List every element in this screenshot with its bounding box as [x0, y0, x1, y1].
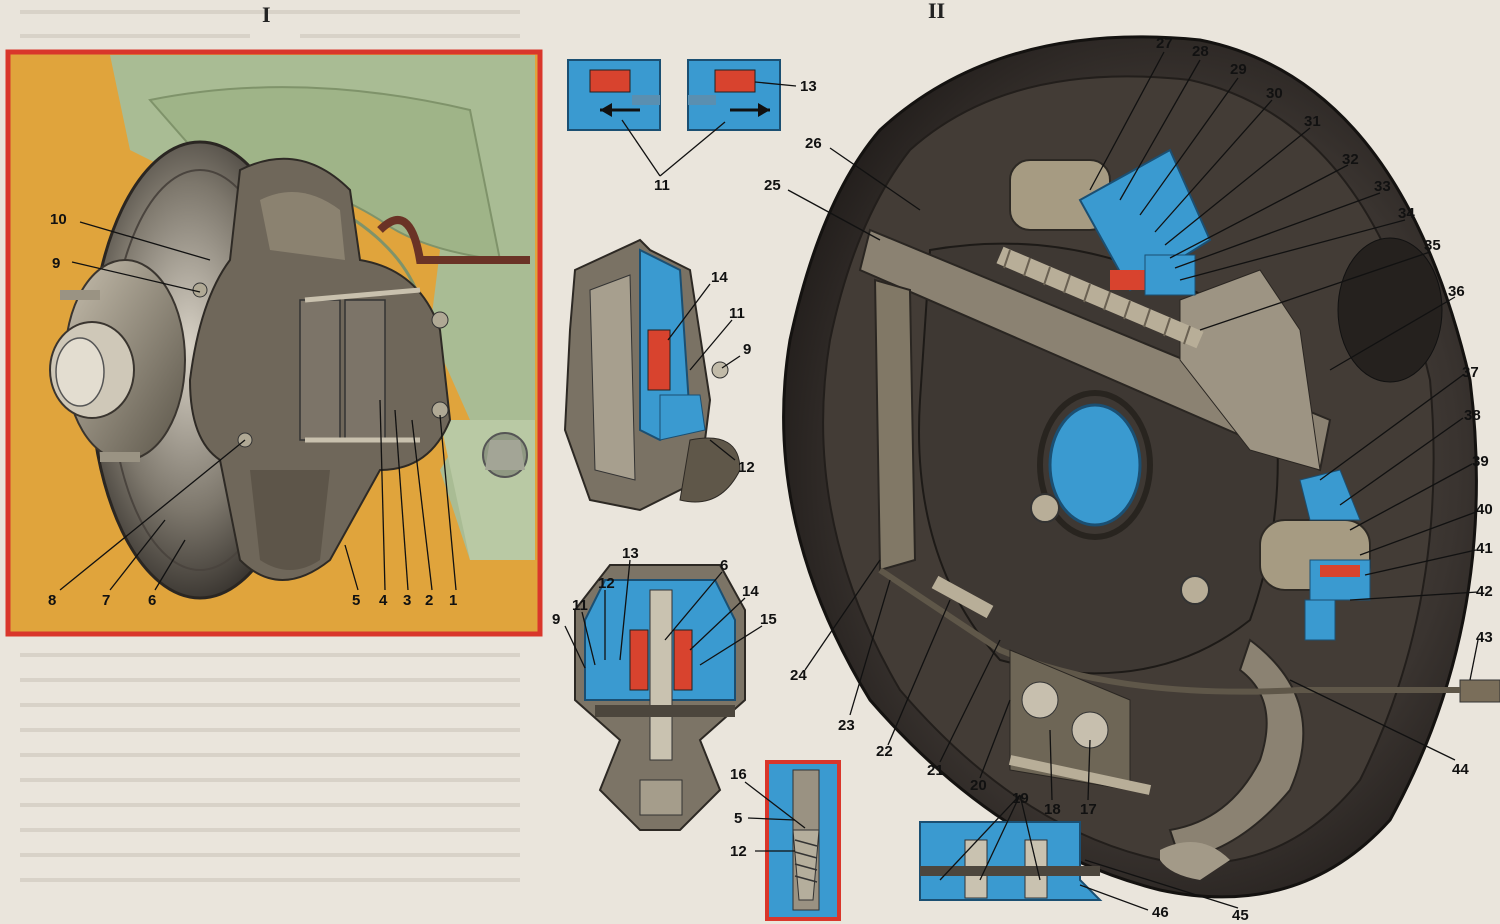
- callout-16-inset: 16: [730, 766, 747, 783]
- callout-9-section: 9: [552, 611, 560, 628]
- callout-12-side: 12: [738, 459, 755, 476]
- caliper-cross-section: [574, 564, 746, 831]
- callout-44: 44: [1452, 761, 1469, 778]
- section-title-rear: II: [928, 0, 945, 23]
- caliper-side-leader-lines: [667, 283, 741, 461]
- callout-12-inset: 12: [730, 843, 747, 860]
- callout-3: 3: [403, 592, 411, 609]
- callout-24: 24: [790, 667, 807, 684]
- callout-20: 20: [970, 777, 987, 794]
- callout-37: 37: [1462, 364, 1479, 381]
- callout-2: 2: [425, 592, 433, 609]
- callout-38: 38: [1464, 407, 1481, 424]
- callout-6-section: 6: [720, 557, 728, 574]
- callout-19: 19: [1012, 790, 1029, 807]
- callout-9-side: 9: [743, 341, 751, 358]
- front-leader-lines: [59, 221, 457, 591]
- caliper-section-leader-lines: [564, 559, 763, 669]
- callout-9: 9: [52, 255, 60, 272]
- callout-5: 5: [352, 592, 360, 609]
- callout-10: 10: [50, 211, 67, 228]
- bleeder-labels: 16 5 12: [730, 766, 747, 860]
- callout-12-section: 12: [598, 575, 615, 592]
- callout-41: 41: [1476, 540, 1493, 557]
- callout-7: 7: [102, 592, 110, 609]
- callout-11-side: 11: [729, 305, 745, 322]
- front-disc-brake-panel: [5, 49, 543, 637]
- callout-4: 4: [379, 592, 388, 609]
- callout-40: 40: [1476, 501, 1493, 518]
- callout-28: 28: [1192, 43, 1209, 60]
- callout-32: 32: [1342, 151, 1359, 168]
- caliper-side-view: [563, 238, 741, 512]
- callout-6: 6: [148, 592, 156, 609]
- front-callout-labels: 1 2 3 4 5 6 7 8 9 10: [48, 211, 457, 609]
- section-title-front: I: [262, 2, 271, 27]
- callout-31: 31: [1304, 113, 1321, 130]
- piston-seal-detail: [567, 59, 781, 131]
- piston-leader-lines: [621, 81, 797, 177]
- callout-23: 23: [838, 717, 855, 734]
- callout-35: 35: [1424, 237, 1441, 254]
- callout-5-inset: 5: [734, 810, 742, 827]
- bleeder-leader-lines: [744, 781, 806, 852]
- callout-15-section: 15: [760, 611, 777, 628]
- callout-1: 1: [449, 592, 457, 609]
- callout-21: 21: [927, 762, 944, 779]
- rear-leader-lines: [787, 51, 1479, 911]
- callout-46: 46: [1152, 904, 1169, 921]
- callout-43: 43: [1476, 629, 1493, 646]
- callout-11-piston: 11: [654, 177, 670, 194]
- callout-8: 8: [48, 592, 56, 609]
- callout-29: 29: [1230, 61, 1247, 78]
- callout-11-section: 11: [572, 597, 588, 614]
- caliper-section-labels: 13 12 11 9 6 14 15: [552, 545, 777, 628]
- callout-14-side: 14: [711, 269, 728, 286]
- callout-13-section: 13: [622, 545, 639, 562]
- bleeder-inset: [765, 760, 841, 921]
- callout-17: 17: [1080, 801, 1097, 818]
- callout-36: 36: [1448, 283, 1465, 300]
- rear-callout-labels: 27 28 29 30 31 32 33 34 35 36 26 25 37 3…: [764, 35, 1493, 924]
- callout-14-section: 14: [742, 583, 759, 600]
- callout-27: 27: [1156, 35, 1173, 52]
- callout-33: 33: [1374, 178, 1391, 195]
- caliper-side-labels: 14 11 9 12: [711, 269, 755, 476]
- callout-34: 34: [1398, 205, 1415, 222]
- callout-30: 30: [1266, 85, 1283, 102]
- callout-39: 39: [1472, 453, 1489, 470]
- rear-drum-brake-panel: [782, 35, 1500, 901]
- callout-26: 26: [805, 135, 822, 152]
- callout-42: 42: [1476, 583, 1493, 600]
- callout-22: 22: [876, 743, 893, 760]
- callout-18: 18: [1044, 801, 1061, 818]
- callout-25: 25: [764, 177, 781, 194]
- callout-13-piston: 13: [800, 78, 817, 95]
- callout-45: 45: [1232, 907, 1249, 924]
